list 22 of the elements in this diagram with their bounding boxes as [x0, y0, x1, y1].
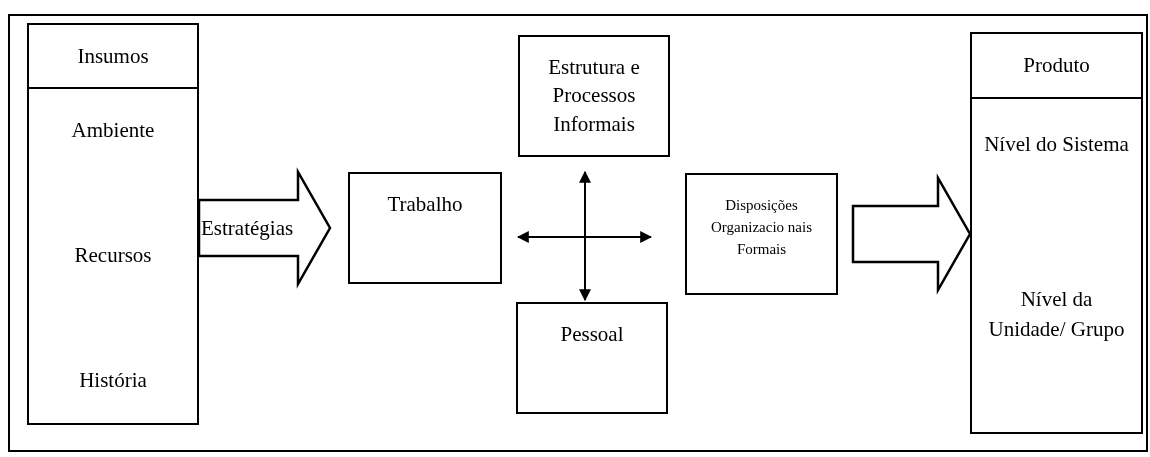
- process-box: [970, 32, 1143, 434]
- box-item-text: Recursos: [73, 242, 153, 269]
- box-item-text: História: [78, 367, 148, 394]
- box-item-text: Nível da Unidade/ Grupo: [987, 286, 1126, 344]
- block-arrow: [197, 167, 332, 289]
- process-box: [27, 23, 199, 425]
- edge-label: Estratégias: [201, 215, 295, 242]
- process-box: [516, 302, 668, 414]
- process-box: [348, 172, 502, 284]
- box-text: Disposições Organizacio nais Formais: [710, 196, 813, 259]
- box-text: Estrutura e Processos Informais: [547, 54, 641, 138]
- box-header: Insumos: [29, 25, 197, 89]
- box-text: Pessoal: [559, 321, 625, 348]
- double-arrow: [516, 231, 653, 243]
- process-box: [518, 35, 670, 157]
- box-item-text: Ambiente: [70, 117, 156, 144]
- process-box: [685, 173, 838, 295]
- box-text: Trabalho: [386, 191, 464, 218]
- box-header: Produto: [972, 34, 1141, 99]
- double-arrow: [579, 170, 591, 302]
- box-item-text: Nível do Sistema: [983, 131, 1130, 158]
- block-arrow: [851, 173, 972, 295]
